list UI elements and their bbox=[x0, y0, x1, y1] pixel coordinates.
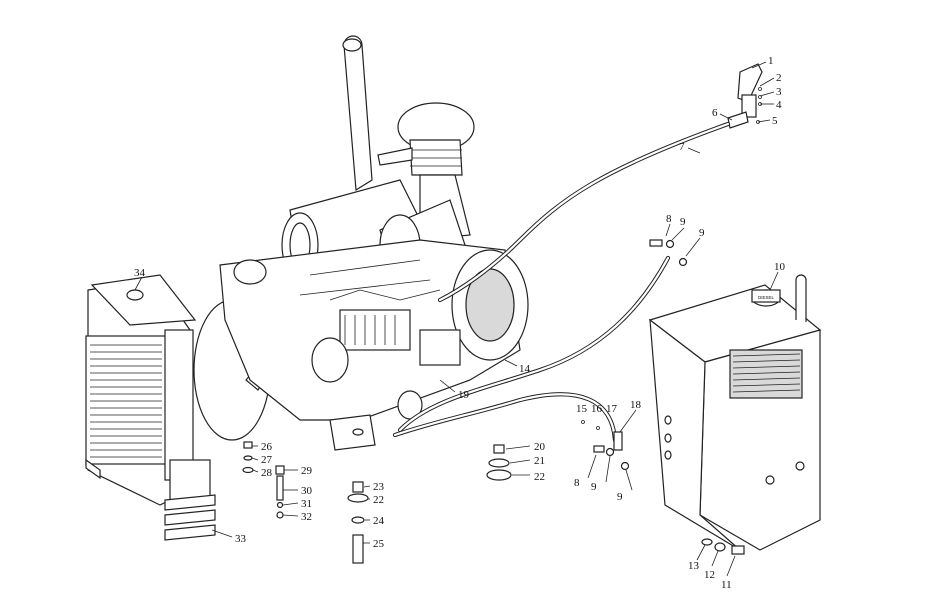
callout-8: 8 bbox=[666, 213, 672, 225]
callout-5: 5 bbox=[772, 115, 778, 127]
callout-3: 3 bbox=[776, 86, 782, 98]
callout-27: 27 bbox=[261, 454, 273, 466]
callout-29: 29 bbox=[301, 465, 313, 477]
callout-10: 10 bbox=[774, 261, 786, 273]
callout-22b: 22 bbox=[373, 494, 384, 506]
callout-leaders bbox=[134, 61, 779, 577]
callout-22: 22 bbox=[534, 471, 545, 483]
callout-34: 34 bbox=[134, 267, 146, 279]
callout-7: 7 bbox=[679, 141, 685, 153]
callout-2: 2 bbox=[776, 72, 782, 84]
callout-25: 25 bbox=[373, 538, 385, 550]
callout-11: 11 bbox=[721, 579, 732, 591]
callout-28: 28 bbox=[261, 467, 273, 479]
callout-31: 31 bbox=[301, 498, 312, 510]
fuel-tank bbox=[648, 274, 822, 551]
callout-9b: 9 bbox=[699, 227, 705, 239]
callout-8b: 8 bbox=[574, 477, 580, 489]
callout-6: 6 bbox=[712, 107, 718, 119]
callout-12: 12 bbox=[704, 569, 715, 581]
callout-16: 16 bbox=[591, 403, 603, 415]
fuel-cap-label: DIESEL bbox=[758, 295, 775, 300]
radiator bbox=[85, 274, 216, 541]
callout-1: 1 bbox=[768, 55, 774, 67]
throttle-cable bbox=[437, 121, 731, 303]
callout-9: 9 bbox=[680, 216, 686, 228]
callout-9d: 9 bbox=[617, 491, 623, 503]
callout-18: 18 bbox=[630, 399, 642, 411]
callout-26: 26 bbox=[261, 441, 273, 453]
callout-32: 32 bbox=[301, 511, 312, 523]
callout-9c: 9 bbox=[591, 481, 597, 493]
callout-30: 30 bbox=[301, 485, 313, 497]
engine-block bbox=[219, 35, 529, 451]
callout-labels: 1 2 3 4 5 6 7 8 9 9 10 14 19 34 15 16 17… bbox=[134, 55, 786, 591]
fuel-supply-line bbox=[397, 255, 671, 433]
callout-13: 13 bbox=[688, 560, 700, 572]
fuel-return-line bbox=[392, 392, 618, 443]
callout-19: 19 bbox=[458, 389, 470, 401]
callout-24: 24 bbox=[373, 515, 385, 527]
throttle-lever bbox=[727, 63, 763, 129]
callout-21: 21 bbox=[534, 455, 545, 467]
callout-14: 14 bbox=[519, 363, 531, 375]
callout-15: 15 bbox=[576, 403, 588, 415]
callout-17: 17 bbox=[606, 403, 618, 415]
fasteners bbox=[242, 239, 745, 564]
callout-33: 33 bbox=[235, 533, 247, 545]
callout-23: 23 bbox=[373, 481, 385, 493]
callout-20: 20 bbox=[534, 441, 546, 453]
callout-4: 4 bbox=[776, 99, 782, 111]
